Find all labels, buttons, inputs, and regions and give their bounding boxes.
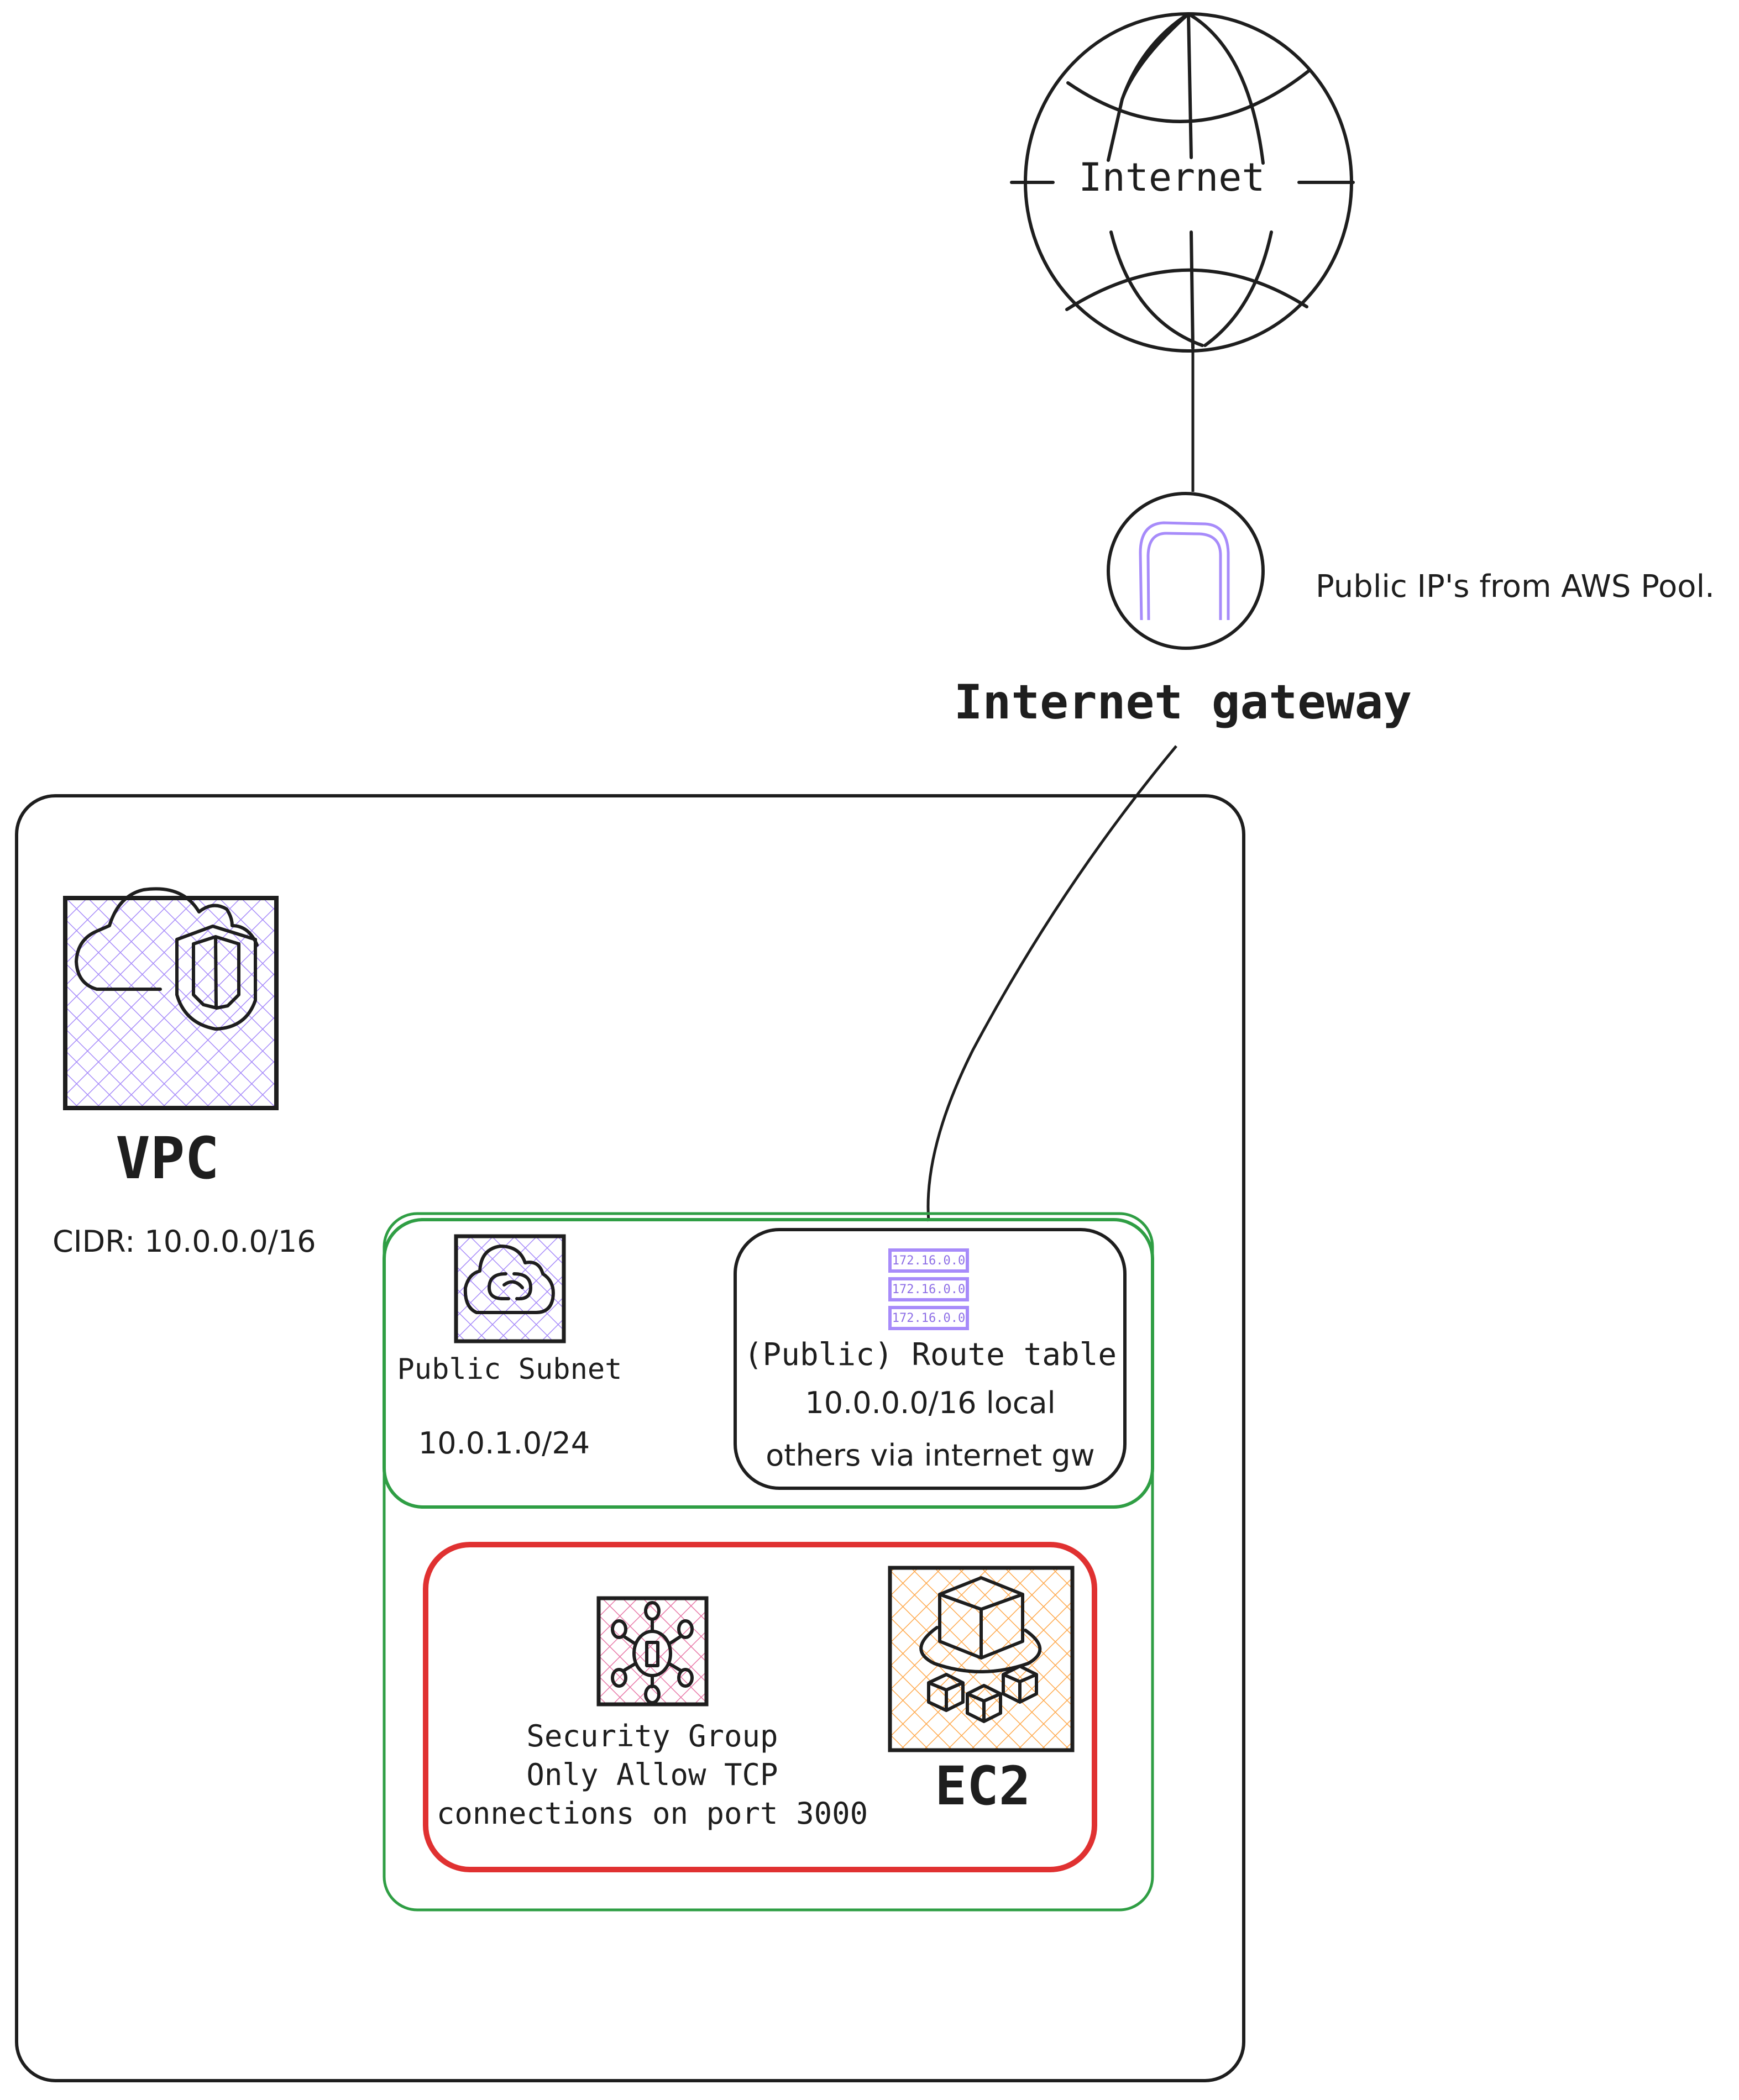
public-subnet-cidr: 10.0.1.0/24 bbox=[418, 1426, 590, 1461]
vpc-label: VPC bbox=[116, 1125, 219, 1192]
internet-gateway-node[interactable]: Public IP's from AWS Pool. Internet gate… bbox=[954, 492, 1715, 730]
security-group-rule-port: connections on port 3000 bbox=[437, 1796, 868, 1831]
public-subnet[interactable]: Public Subnet 10.0.1.0/24 bbox=[383, 1218, 1154, 1509]
gateway-circle bbox=[1107, 492, 1265, 650]
internet-node[interactable]: Internet bbox=[1010, 12, 1355, 353]
route-table-icon: 172.16.0.0 172.16.0.0 172.16.0.0 bbox=[888, 1248, 969, 1330]
route-table[interactable]: 172.16.0.0 172.16.0.0 172.16.0.0 (Public… bbox=[734, 1228, 1127, 1490]
security-group[interactable]: Security Group Only Allow TCP connection… bbox=[423, 1542, 1097, 1872]
route-entry: 172.16.0.0 bbox=[892, 1283, 965, 1296]
ec2-label: EC2 bbox=[935, 1755, 1030, 1817]
vpc-cidr: CIDR: 10.0.0.0/16 bbox=[53, 1224, 316, 1259]
gateway-note: Public IP's from AWS Pool. bbox=[1316, 569, 1715, 605]
vpc-container[interactable]: VPC CIDR: 10.0.0.0/16 bbox=[15, 794, 1245, 2082]
route-table-title: (Public) Route table bbox=[744, 1337, 1117, 1373]
globe-icon bbox=[1010, 12, 1355, 353]
ec2-cubes-icon bbox=[888, 1566, 1075, 1752]
route-entry: 172.16.0.0 bbox=[892, 1311, 965, 1325]
security-group-rule: Only Allow TCP bbox=[526, 1757, 778, 1792]
cloud-link-icon bbox=[454, 1234, 566, 1343]
security-group-title: Security Group bbox=[526, 1719, 778, 1754]
public-subnet-label: Public Subnet bbox=[397, 1353, 622, 1386]
security-group-hub-icon bbox=[596, 1596, 709, 1707]
route-internet: others via internet gw bbox=[766, 1438, 1094, 1473]
gateway-arch-icon bbox=[1139, 521, 1230, 621]
route-local: 10.0.0.0/16 local bbox=[805, 1385, 1055, 1420]
gateway-label: Internet gateway bbox=[954, 675, 1412, 730]
subnet-outer-container bbox=[383, 1212, 1154, 1912]
ec2-instance[interactable]: EC2 bbox=[888, 1566, 1075, 1817]
internet-label: Internet bbox=[1078, 155, 1265, 200]
route-entry: 172.16.0.0 bbox=[892, 1254, 965, 1268]
gateway-route-connector bbox=[926, 745, 1177, 1222]
cloud-shield-icon bbox=[63, 887, 279, 1110]
